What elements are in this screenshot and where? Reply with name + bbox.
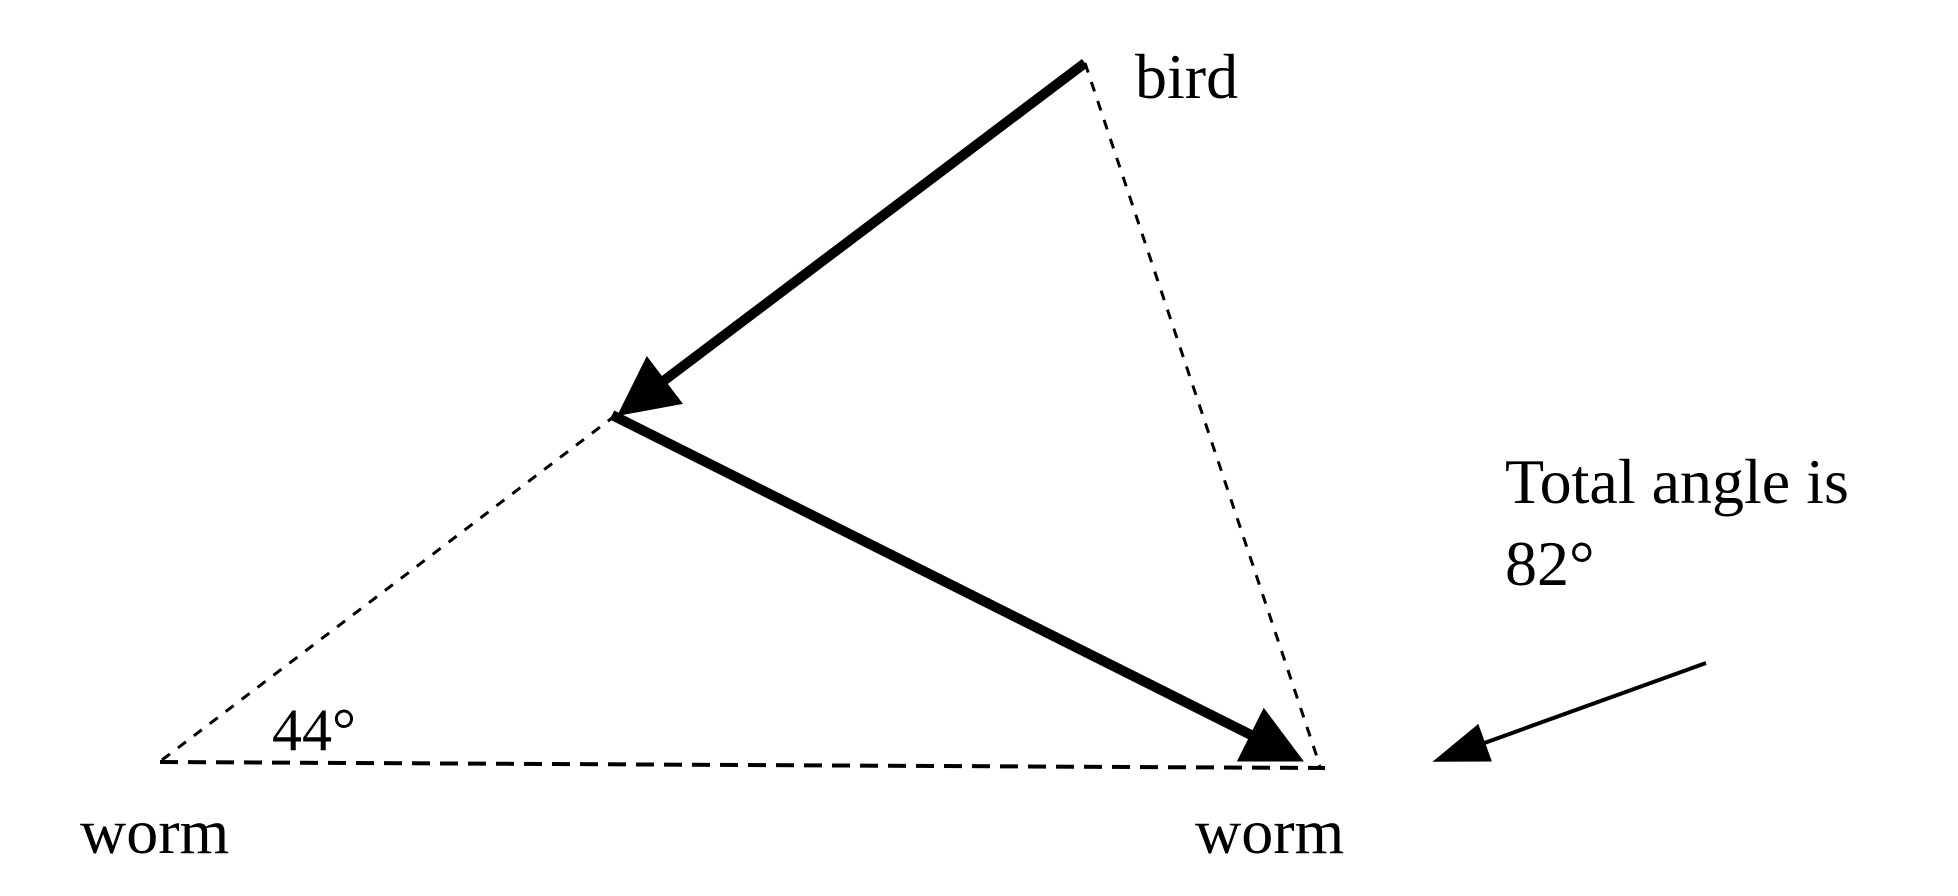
right-worm-label: worm [1195,796,1344,867]
bird-flight-vector-arrow [617,59,1089,417]
return-flight-vector-arrow [609,410,1304,762]
bird-label: bird [1135,41,1238,112]
extension-dashed-line [161,416,613,762]
total-angle-label-line2: 82° [1505,528,1595,599]
left-worm-label: worm [80,796,229,867]
angle-44-label: 44° [272,697,356,763]
bird-to-worm-dashed-line [1083,62,1322,767]
total-angle-pointer-arrow [1432,661,1707,762]
total-angle-label-line1: Total angle is [1505,446,1849,517]
